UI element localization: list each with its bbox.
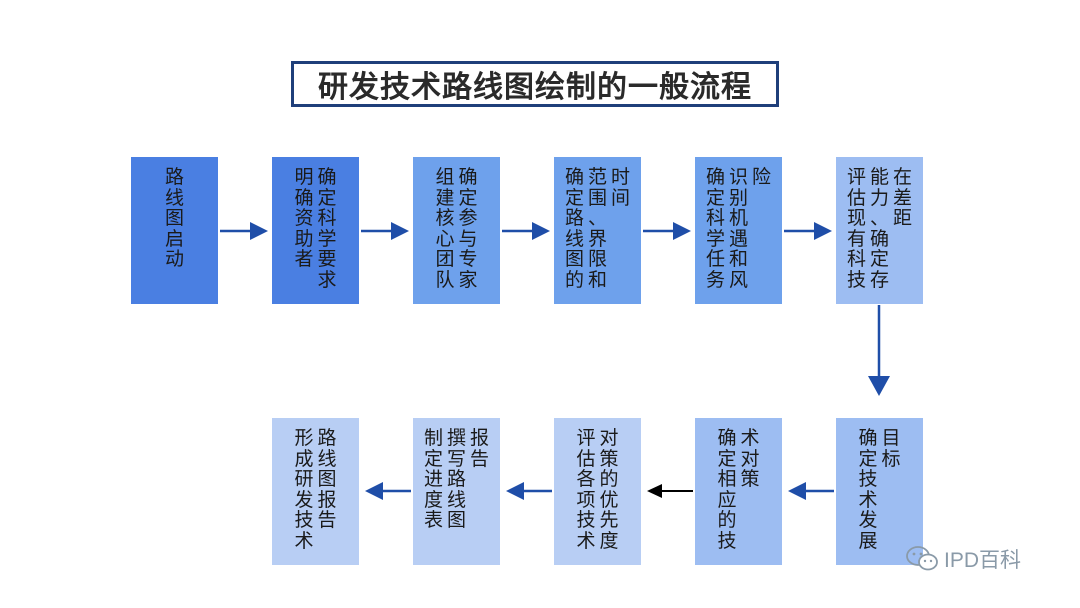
arrow-1-2 [220, 222, 268, 240]
step-7-text-col: 确定技术发展 [858, 427, 878, 552]
watermark: IPD百科 [905, 545, 1021, 573]
step-9-text-col: 评估各项技术 [576, 427, 596, 552]
step-6-text-col: 能力、确定存 [869, 166, 889, 291]
step-10-text-col: 撰写路线图 [446, 427, 466, 531]
step-11-box: 路线图报告形成研发技术 [272, 418, 359, 565]
wechat-icon [906, 546, 938, 571]
arrow-2-3 [361, 222, 409, 240]
step-10-text-col: 制定进度表 [423, 427, 443, 531]
step-2-text-col: 明确资助者 [294, 166, 314, 270]
arrow-9-10 [506, 482, 552, 500]
arrow-8-9 [647, 484, 693, 498]
step-4-text-col: 时间 [610, 166, 630, 209]
step-3-text-col: 确定参与专家 [458, 166, 478, 291]
step-3-text-col: 组建核心团队 [435, 166, 455, 291]
step-5-text-col: 确定科学任务 [705, 166, 725, 291]
step-3-box: 确定参与专家组建核心团队 [413, 157, 500, 304]
watermark-text: IPD百科 [944, 549, 1022, 572]
step-7-box: 目标确定技术发展 [836, 418, 923, 565]
page-title: 研发技术路线图绘制的一般流程 [291, 61, 779, 107]
step-5-text-col: 识别机遇和风 [728, 166, 748, 291]
step-11-text-col: 形成研发技术 [294, 427, 314, 552]
step-8-text-col: 确定相应的技 [717, 427, 737, 552]
step-1-box: 路线图启动 [131, 157, 218, 304]
step-7-text-col: 目标 [881, 427, 901, 470]
step-8-box: 术对策确定相应的技 [695, 418, 782, 565]
step-4-text-col: 范围、界限和 [587, 166, 607, 291]
step-4-box: 时间范围、界限和确定路线图的 [554, 157, 641, 304]
step-10-box: 报告撰写路线图制定进度表 [413, 418, 500, 565]
step-10-text-col: 报告 [469, 427, 489, 470]
arrow-7-8 [788, 482, 834, 500]
step-11-text-col: 路线图报告 [317, 427, 337, 531]
step-2-box: 确定科学要求明确资助者 [272, 157, 359, 304]
step-9-box: 对策的优先度评估各项技术 [554, 418, 641, 565]
step-2-text-col: 确定科学要求 [317, 166, 337, 291]
arrow-3-4 [502, 222, 550, 240]
step-5-box: 险识别机遇和风确定科学任务 [695, 157, 782, 304]
arrow-6-7 [868, 305, 890, 396]
step-6-text-col: 在差距 [892, 166, 912, 229]
step-5-text-col: 险 [751, 166, 771, 188]
arrow-10-11 [365, 482, 411, 500]
arrow-4-5 [643, 222, 691, 240]
step-6-box: 在差距能力、确定存评估现有科技 [836, 157, 923, 304]
step-9-text-col: 对策的优先度 [599, 427, 619, 552]
step-6-text-col: 评估现有科技 [846, 166, 866, 291]
step-4-text-col: 确定路线图的 [564, 166, 584, 291]
arrow-5-6 [784, 222, 832, 240]
step-8-text-col: 术对策 [740, 427, 760, 490]
step-1-text-col: 路线图启动 [164, 166, 184, 270]
